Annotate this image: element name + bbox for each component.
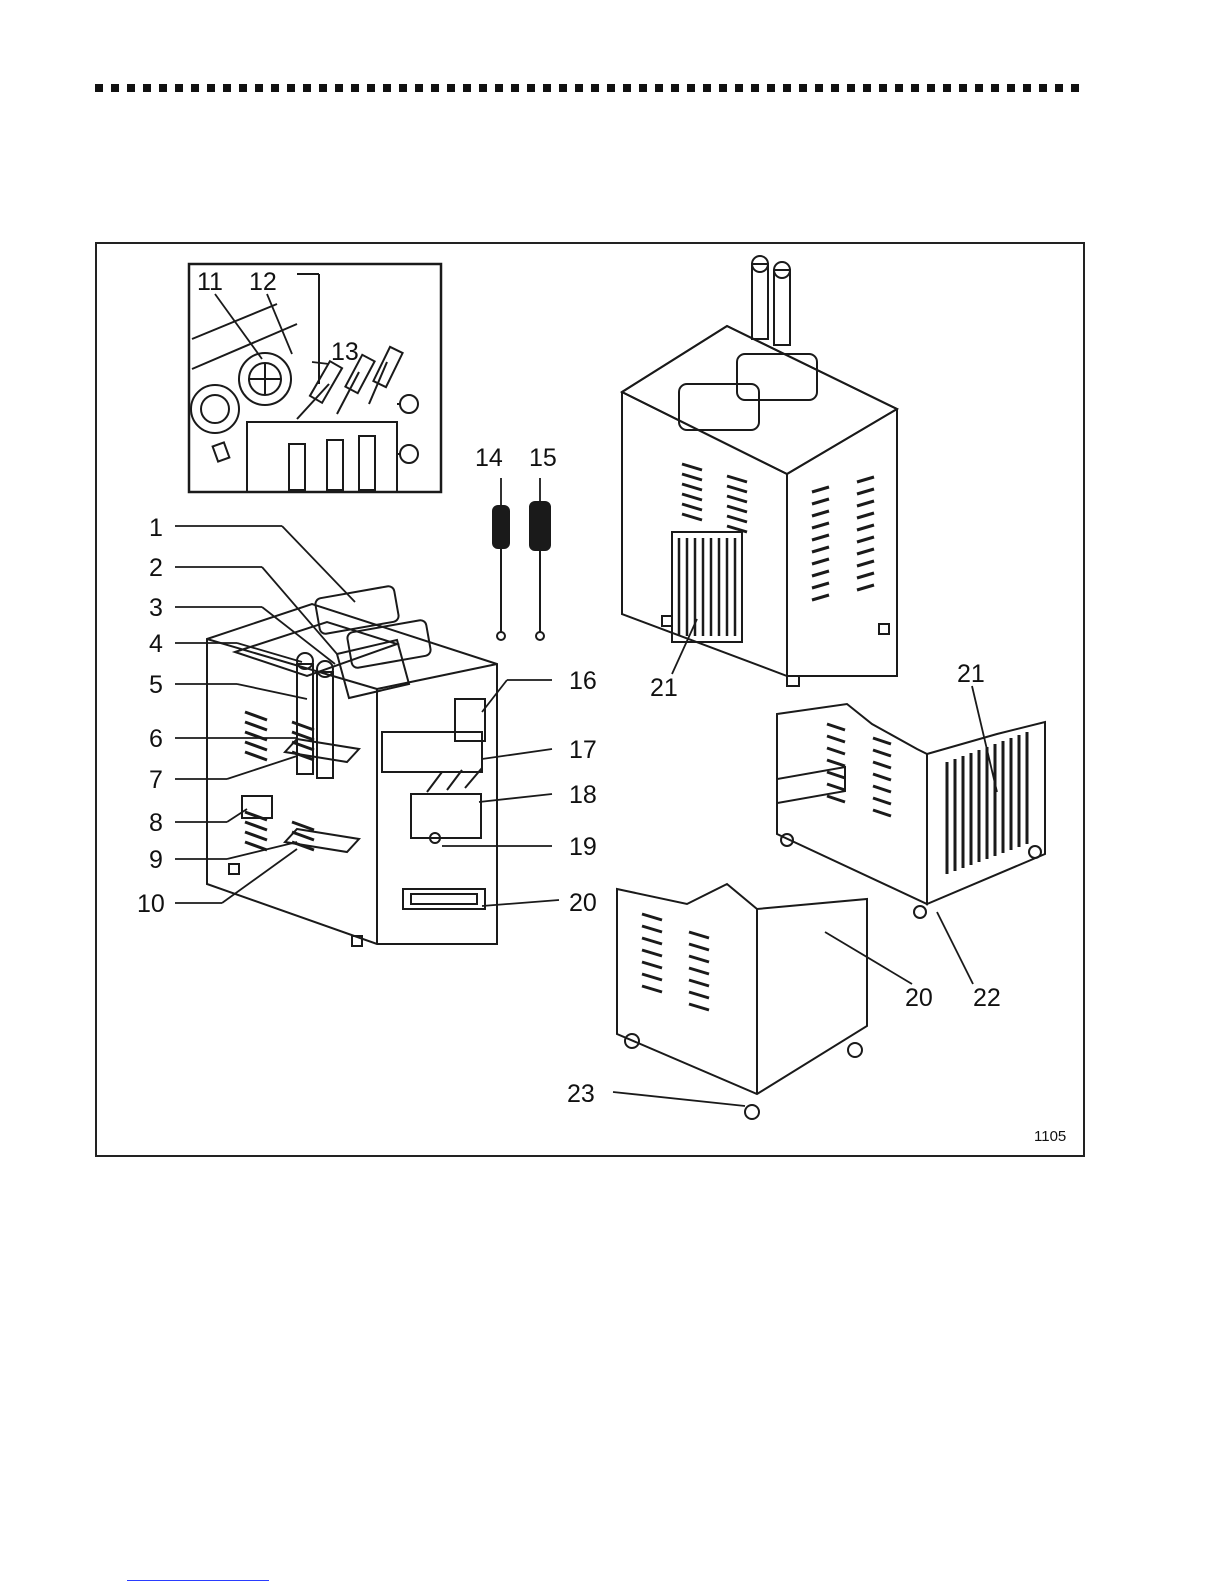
callout-4: 4 xyxy=(149,630,163,658)
exploded-diagram: 11 12 13 14 15 1 2 3 4 5 6 7 8 9 10 16 1… xyxy=(97,244,1083,1155)
callout-3: 3 xyxy=(149,594,163,622)
callout-20: 20 xyxy=(569,889,597,917)
machine-top-right xyxy=(622,256,897,686)
callout-20-cart: 20 xyxy=(905,984,933,1012)
cart-bottom xyxy=(617,767,867,1119)
callout-13: 13 xyxy=(331,338,359,366)
leader-lines xyxy=(175,294,997,1106)
callout-10: 10 xyxy=(137,890,165,918)
callout-6: 6 xyxy=(149,725,163,753)
callout-7: 7 xyxy=(149,766,163,794)
cart-mid-right xyxy=(777,545,1045,918)
callout-2: 2 xyxy=(149,554,163,582)
callout-19: 19 xyxy=(569,833,597,861)
callout-9: 9 xyxy=(149,846,163,874)
callout-17: 17 xyxy=(569,736,597,764)
callout-8: 8 xyxy=(149,809,163,837)
callout-5: 5 xyxy=(149,671,163,699)
callout-14: 14 xyxy=(475,444,503,472)
callout-11: 11 xyxy=(197,268,223,296)
callout-18: 18 xyxy=(569,781,597,809)
callout-12: 12 xyxy=(249,268,277,296)
callout-15: 15 xyxy=(529,444,557,472)
callout-21-lower: 21 xyxy=(957,660,985,688)
figure-frame: 11 12 13 14 15 1 2 3 4 5 6 7 8 9 10 16 1… xyxy=(95,242,1085,1157)
callout-16: 16 xyxy=(569,667,597,695)
inset-detail xyxy=(189,264,441,492)
header-dotted-rule xyxy=(95,84,1087,92)
cleaning-brushes xyxy=(493,502,550,640)
callout-22: 22 xyxy=(973,984,1001,1012)
callout-1: 1 xyxy=(149,514,163,542)
callout-labels: 11 12 13 14 15 1 2 3 4 5 6 7 8 9 10 16 1… xyxy=(137,268,1066,1145)
bottom-link-underline xyxy=(127,1580,269,1581)
figure-number: 1105 xyxy=(1034,1128,1066,1145)
main-machine xyxy=(207,585,497,946)
callout-21-upper: 21 xyxy=(650,674,678,702)
callout-23: 23 xyxy=(567,1080,595,1108)
